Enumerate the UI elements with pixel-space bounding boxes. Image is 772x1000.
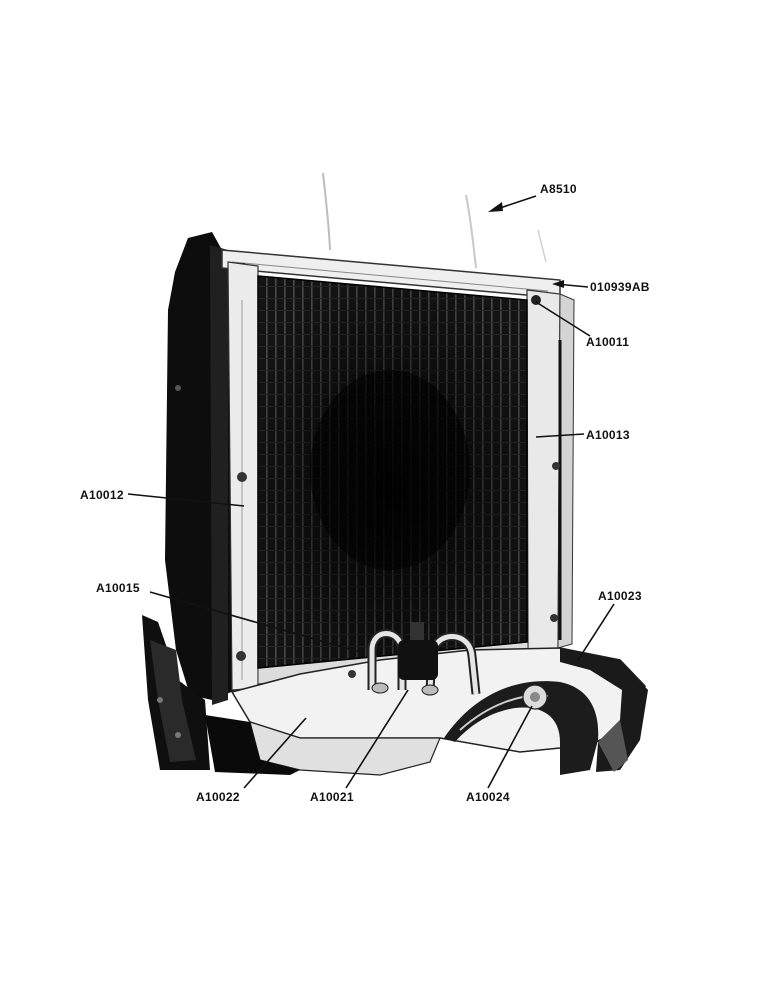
leader-hose-clamp bbox=[149, 591, 361, 653]
callouts: A8510 010939AB A10011 A10013 A10012 A100… bbox=[80, 182, 650, 804]
label-top-tank-cap: 010939AB bbox=[590, 280, 650, 294]
label-support-rod: A10024 bbox=[466, 790, 510, 804]
background-marks bbox=[322, 172, 547, 269]
left-shroud bbox=[165, 232, 236, 705]
leader-upper-hose-pipe bbox=[345, 689, 409, 789]
leader-support-rod bbox=[487, 705, 533, 789]
label-assembly: A8510 bbox=[540, 182, 577, 196]
leader-lower-baffle bbox=[243, 717, 307, 789]
arrow-top-tank-cap bbox=[552, 280, 564, 288]
arrow-assembly bbox=[488, 202, 503, 212]
label-right-side-channel: A10013 bbox=[586, 428, 630, 442]
label-lower-baffle: A10022 bbox=[196, 790, 240, 804]
upper-hose-pipes bbox=[348, 622, 481, 696]
label-right-baffle: A10023 bbox=[598, 589, 642, 603]
leader-upper-bolt bbox=[535, 301, 591, 337]
leader-left-side-channel bbox=[127, 493, 245, 507]
leader-right-baffle bbox=[577, 603, 615, 661]
label-left-side-channel: A10012 bbox=[80, 488, 124, 502]
radiator-core bbox=[257, 275, 528, 669]
label-upper-bolt: A10011 bbox=[586, 335, 629, 349]
leader-right-side-channel bbox=[535, 433, 585, 438]
label-hose-clamp: A10015 bbox=[96, 581, 140, 595]
lower-housing bbox=[142, 615, 648, 776]
label-upper-hose-pipe: A10021 bbox=[310, 790, 354, 804]
